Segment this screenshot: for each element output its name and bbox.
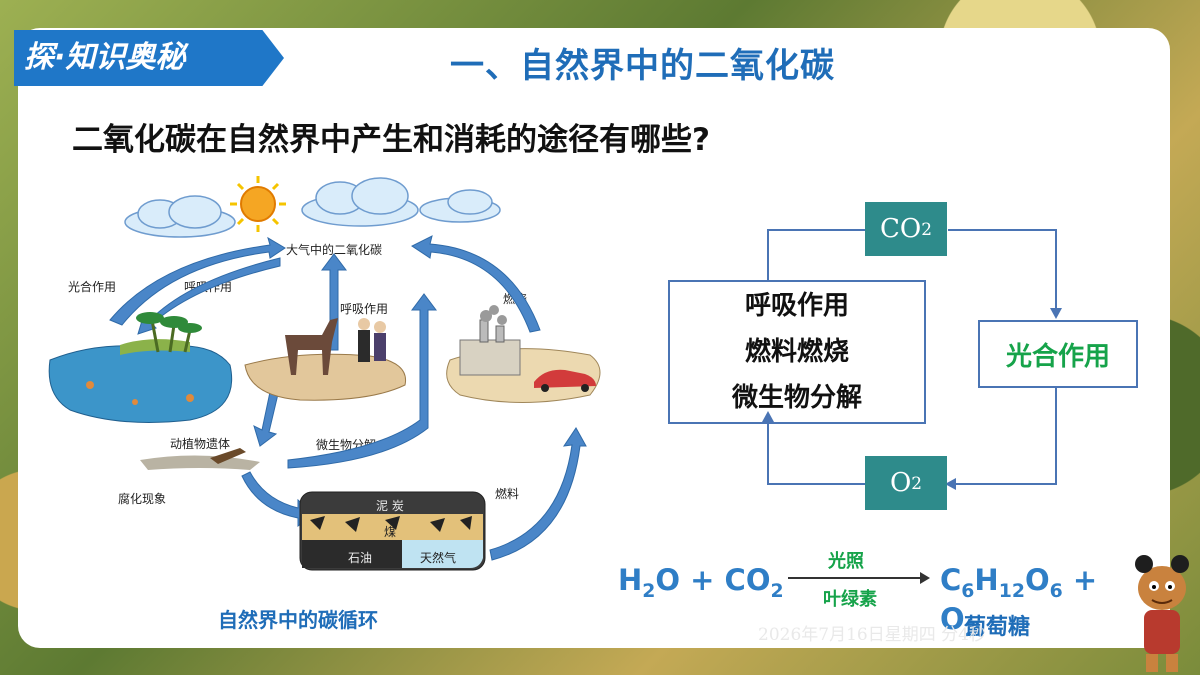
label-remains: 动植物遗体 [170,436,230,451]
diagram-caption: 自然界中的碳循环 [218,608,378,632]
cloud-icon [419,189,501,223]
photosynthesis-box: 光合作用 [978,320,1138,388]
factory-illustration [446,305,601,403]
label-decay: 腐化现象 [118,491,166,506]
remains-illustration [140,448,260,470]
fossil-fuel-illustration: 泥 炭 煤 石油 天然气 [299,491,486,571]
timestamp-watermark: 2026年7月16日星期四 分4秒 [758,625,986,645]
source-respiration: 呼吸作用 [744,291,849,321]
equation-condition-light: 光照 [828,551,864,572]
glucose-label: 葡萄糖 [964,615,1031,640]
question-text: 二氧化碳在自然界中产生和消耗的途径有哪些? [72,122,710,158]
section-tag: 探·知识奥秘 [14,30,284,86]
label-coal: 煤 [384,525,396,539]
cloud-icon [124,195,236,238]
sun-icon [230,176,286,232]
co2-label: CO [880,214,922,244]
page-title: 一、自然界中的二氧化碳 [450,46,835,86]
label-atmosphere: 大气中的二氧化碳 [286,242,382,257]
co2-subscript: 2 [921,219,932,239]
carbon-cycle-diagram: 大气中的二氧化碳 光合作用 呼吸作用 呼吸作用 燃烧 动植物遗体 微生物分解 腐… [48,176,601,571]
equation-condition-chlorophyll: 叶绿素 [823,589,877,610]
label-photosynthesis: 光合作用 [68,279,116,294]
equation-products: C6H12O6 + O2 [940,563,1098,641]
equation-reactants: H2O + CO2 [618,563,784,602]
ocean-island-illustration [48,312,233,423]
source-microbial-decomposition: 微生物分解 [731,383,862,413]
mascot-character-icon [1135,555,1189,672]
cloud-icon [301,177,419,227]
label-peat: 泥 炭 [376,499,404,513]
o2-label: O [889,468,912,498]
land-animals-illustration [244,318,407,401]
source-fuel-burning: 燃料燃烧 [744,337,849,367]
o2-subscript: 2 [911,473,923,493]
photosynthesis-label: 光合作用 [1005,341,1110,372]
photosynthesis-equation: H2O + CO2 光照 叶绿素 C6H12O6 + O2 葡萄糖 [618,551,1138,641]
label-oil: 石油 [348,551,372,565]
sources-box: 呼吸作用 燃料燃烧 微生物分解 [668,280,926,424]
label-respiration-mid: 呼吸作用 [340,302,388,316]
label-fuel: 燃料 [495,486,519,501]
label-gas: 天然气 [420,550,456,565]
equation-arrow [788,572,930,584]
